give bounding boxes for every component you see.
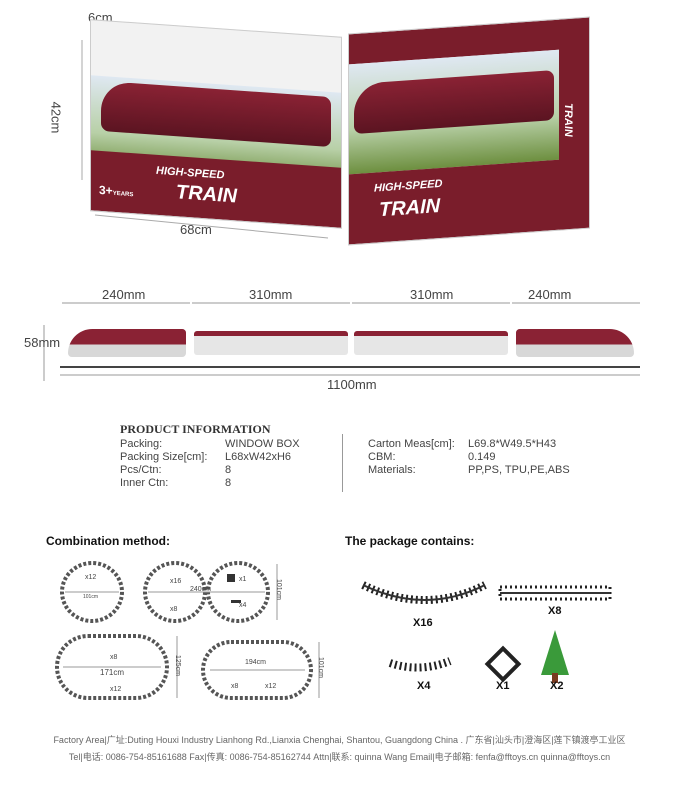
segment-4-label: 240mm	[528, 287, 572, 302]
package-title: The package contains:	[345, 534, 475, 548]
train-dimensions: 240mm 310mm 310mm 240mm 58mm 1100mm	[0, 285, 679, 395]
info-divider	[342, 434, 343, 492]
combination-diagrams: x12 101cm x16 240cm x8 x1 x4 101cm x8 17…	[55, 556, 325, 706]
layout2-height: 101cm	[275, 578, 283, 601]
info-row: Packing:WINDOW BOX	[120, 438, 300, 450]
layout2-dim: 240cm	[190, 586, 212, 593]
info-row: Packing Size[cm]:L68xW42xH6	[120, 451, 292, 463]
box-dimension-lines	[81, 40, 329, 239]
info-row: Carton Meas[cm]:L69.8*W49.5*H43	[368, 438, 557, 450]
layout3-dim: 171cm	[100, 668, 125, 677]
layout2-straight-count: x8	[170, 606, 178, 613]
segment-3-label: 310mm	[410, 287, 454, 302]
item-crossing-count: X1	[496, 680, 510, 692]
layout4-curve-count: x12	[265, 683, 277, 690]
combination-title: Combination method:	[46, 534, 170, 548]
info-row: Inner Ctn:8	[120, 477, 232, 489]
box-side-title-2: TRAIN	[379, 195, 441, 222]
layout4-dim: 194cm	[245, 659, 267, 666]
layout4-height: 101cm	[317, 656, 325, 679]
item-tree-count: X2	[550, 680, 564, 692]
passenger-car-2	[354, 331, 508, 355]
box-side-vertical-title: TRAIN	[562, 102, 575, 138]
item-straight-count: X8	[548, 605, 562, 617]
track-layouts-svg	[55, 561, 320, 700]
box-illustration: 6cm 42cm 68cm HIGH-SPEED TRAIN 3+YEARS H…	[48, 10, 610, 246]
footer-contact: Tel|电话: 0086-754-85161688 Fax|传真: 0086-7…	[68, 752, 611, 762]
layout2-cross-count: x1	[239, 576, 247, 583]
layout3-curve-count: x12	[110, 686, 122, 693]
layout3-straight-count: x8	[110, 654, 118, 661]
locomotive-front	[68, 329, 186, 357]
product-info-title: PRODUCT INFORMATION	[120, 422, 271, 436]
layout3-height: 125cm	[174, 654, 182, 677]
segment-2-label: 310mm	[249, 287, 293, 302]
box-front: HIGH-SPEED TRAIN 3+YEARS	[90, 19, 342, 229]
train-total-label: 1100mm	[327, 377, 377, 392]
footer-address: Factory Area|广址:Duting Houxi Industry Li…	[53, 735, 626, 745]
product-information: PRODUCT INFORMATION Packing:WINDOW BOX P…	[118, 420, 598, 500]
package-items: X16 X8 X4 X1 X2	[355, 565, 625, 705]
age-badge: 3+YEARS	[99, 182, 134, 199]
train-dimension-lines	[43, 302, 640, 381]
layout2-x4-count: x4	[239, 602, 247, 609]
info-row: Materials:PP,PS, TPU,PE,ABS	[368, 464, 570, 476]
layout4-straight-count: x8	[231, 683, 239, 690]
passenger-car-1	[194, 331, 348, 355]
layout1-dim: 101cm	[83, 594, 99, 600]
product-info-right: Carton Meas[cm]:L69.8*W49.5*H43 CBM:0.14…	[368, 438, 570, 477]
item-short-curve-count: X4	[417, 680, 431, 692]
box-height-label: 42cm	[48, 101, 64, 134]
info-row: CBM:0.149	[368, 451, 496, 463]
box-side: HIGH-SPEED TRAIN TRAIN	[348, 16, 590, 246]
item-curve-count: X16	[413, 617, 433, 629]
locomotive-rear	[516, 329, 634, 357]
box-front-title-2: TRAIN	[176, 181, 238, 208]
layout2-curve-count: x16	[170, 578, 182, 585]
layout1-curve-count: x12	[85, 574, 97, 581]
package-items-svg	[361, 581, 612, 683]
train-height-label: 58mm	[24, 335, 61, 350]
segment-1-label: 240mm	[102, 287, 146, 302]
info-row: Pcs/Ctn:8	[120, 464, 232, 476]
product-info-left: Packing:WINDOW BOX Packing Size[cm]:L68x…	[120, 438, 300, 490]
